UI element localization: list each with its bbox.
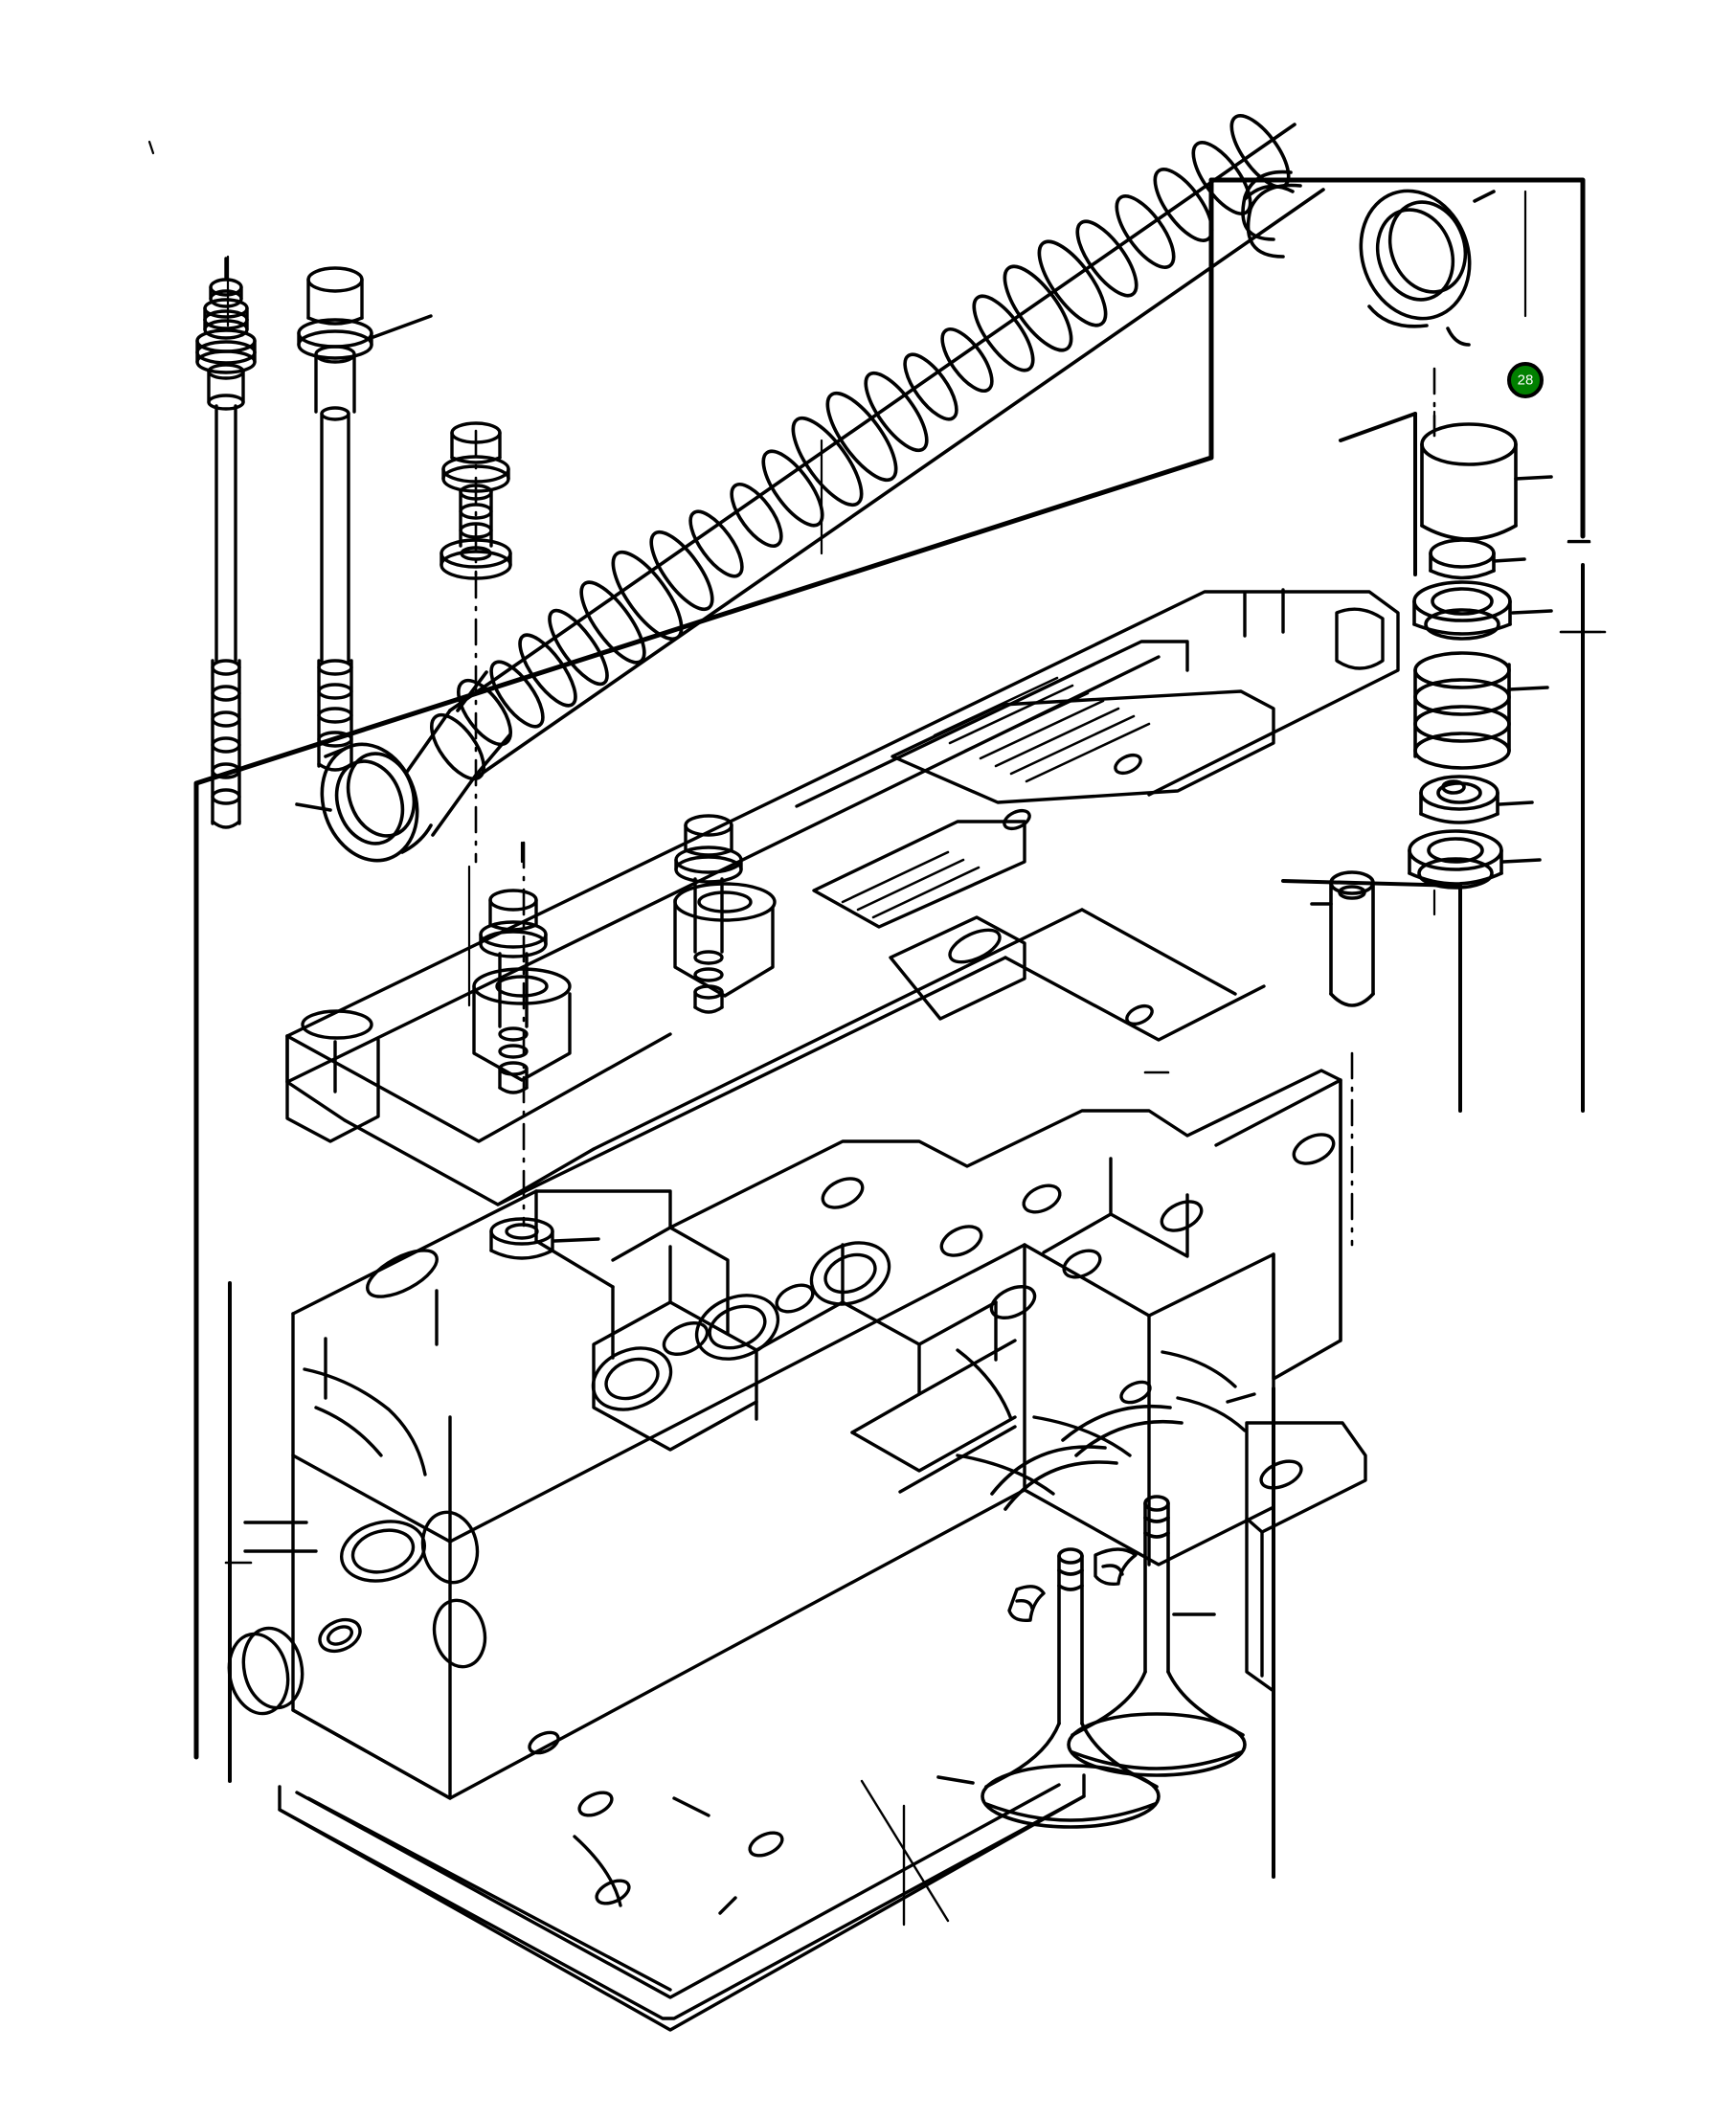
- valve-spring-seat: [1419, 775, 1534, 824]
- callout-badge-number: 28: [1517, 372, 1534, 388]
- cylinder-head-bolt-long-right: [297, 266, 433, 772]
- valve-stem-oil-seal: [1408, 829, 1542, 890]
- valve-adjusting-shim: [1429, 538, 1526, 580]
- cylinder-head-bolt-long-left: [195, 257, 257, 829]
- core-plug: [489, 1217, 600, 1260]
- cylinder-head-bolt-short: [440, 421, 512, 580]
- dowel-pin: [1310, 870, 1375, 1007]
- registration-ticks: [224, 540, 1607, 1565]
- camshaft-carrier-bolt-front: [479, 889, 548, 1094]
- valve-spring-retainer: [1412, 580, 1553, 641]
- callout-badge-28[interactable]: 28: [1507, 362, 1544, 398]
- camshaft-carrier: [285, 588, 1400, 1206]
- cylinder-head-casting: [227, 1069, 1342, 1800]
- centre-lines: [474, 367, 1436, 1247]
- valve-seat-arcs: [990, 1404, 1184, 1511]
- valve-keeper-collet: [1007, 1547, 1138, 1622]
- lifting-bracket: [1226, 1392, 1367, 1693]
- carrier-fins: [933, 676, 1151, 783]
- exhaust-valve: [1067, 1495, 1247, 1777]
- cylinder-head-gasket: [278, 1773, 1086, 2032]
- camshaft: [295, 114, 1496, 863]
- valve-train-stack: [1408, 422, 1553, 890]
- camshaft-carrier-bolt-rear: [674, 814, 743, 1014]
- diagram-linework: [147, 114, 1607, 2032]
- camshaft-lobes: [489, 114, 1291, 729]
- camshaft-oil-seal-front: [295, 742, 433, 863]
- camshaft-oil-seal-rear: [1359, 189, 1496, 347]
- valve-spring: [1413, 651, 1549, 770]
- callout-frame-inner: [228, 412, 1585, 1879]
